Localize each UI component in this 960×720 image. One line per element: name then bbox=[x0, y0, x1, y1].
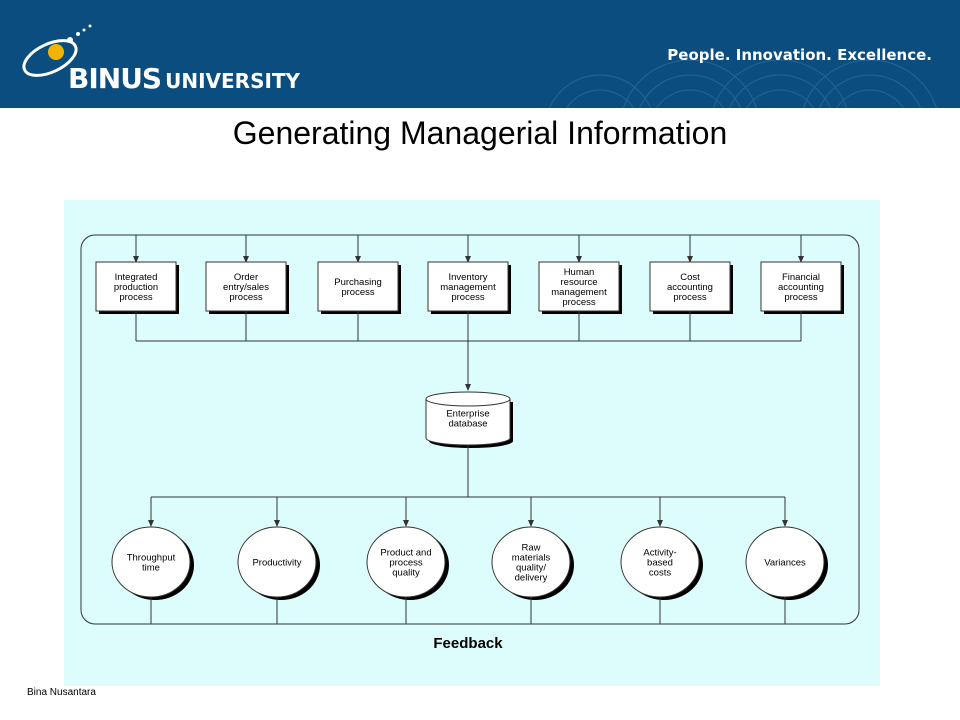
header-wave-pattern bbox=[22, 24, 938, 108]
feedback-label: Feedback bbox=[433, 635, 503, 652]
process-label-line: resource bbox=[561, 277, 598, 288]
process-box bbox=[205, 261, 287, 312]
logo-main: BINUS bbox=[68, 62, 162, 95]
database-body bbox=[425, 399, 511, 446]
output-label: Variances bbox=[764, 557, 806, 568]
output-label-line: Activity- bbox=[643, 547, 676, 558]
output-label-line: Raw bbox=[521, 542, 540, 553]
database-label-line: Enterprise bbox=[446, 408, 489, 419]
process-label-line: Cost bbox=[680, 272, 700, 283]
process-label-line: Inventory bbox=[448, 272, 487, 283]
process-label-line: process bbox=[451, 292, 485, 303]
outer-loop-frame bbox=[80, 234, 860, 625]
database-top bbox=[425, 391, 511, 407]
process-label-line: Integrated bbox=[115, 272, 158, 283]
process-label-line: accounting bbox=[667, 282, 713, 293]
process-label-line: process bbox=[562, 297, 596, 308]
output-label-line: quality/ bbox=[516, 562, 546, 573]
process-label-line: process bbox=[229, 292, 263, 303]
output-label-line: quality bbox=[392, 567, 420, 578]
process-label-line: Order bbox=[234, 272, 258, 283]
process-box bbox=[427, 261, 509, 312]
output-label-line: delivery bbox=[515, 572, 548, 583]
process-label-line: process bbox=[673, 292, 707, 303]
process-label-line: Purchasing bbox=[334, 277, 382, 288]
process-label-line: process bbox=[119, 292, 153, 303]
output-label: Productivity bbox=[252, 557, 301, 568]
database-label-line: database bbox=[448, 418, 487, 429]
output-label-line: process bbox=[389, 557, 423, 568]
process-box bbox=[649, 261, 731, 312]
output-label-line: Product and bbox=[380, 547, 431, 558]
logo-sub: UNIVERSITY bbox=[165, 69, 301, 93]
process-label-line: management bbox=[551, 287, 607, 298]
process-box bbox=[317, 261, 399, 312]
output-label-line: Throughput bbox=[127, 552, 176, 563]
process-label-line: accounting bbox=[778, 282, 824, 293]
process-label-line: management bbox=[440, 282, 496, 293]
binus-logo-icon bbox=[22, 24, 92, 77]
process-box bbox=[538, 261, 620, 312]
footer-text: Bina Nusantara bbox=[27, 687, 96, 698]
process-label-line: Financial bbox=[782, 272, 820, 283]
process-label-line: entry/sales bbox=[223, 282, 269, 293]
process-label-line: production bbox=[114, 282, 158, 293]
tagline: People. Innovation. Excellence. bbox=[667, 46, 932, 64]
output-label-line: costs bbox=[649, 567, 671, 578]
output-label-line: Productivity bbox=[252, 557, 301, 568]
output-label-line: Variances bbox=[764, 557, 806, 568]
output-label-line: materials bbox=[512, 552, 551, 563]
process-label-line: process bbox=[341, 287, 375, 298]
output-label-line: time bbox=[142, 562, 160, 573]
process-label-line: process bbox=[784, 292, 818, 303]
process-label-line: Human bbox=[564, 267, 595, 278]
output-label-line: based bbox=[647, 557, 673, 568]
slide-title: Generating Managerial Information bbox=[232, 115, 728, 151]
